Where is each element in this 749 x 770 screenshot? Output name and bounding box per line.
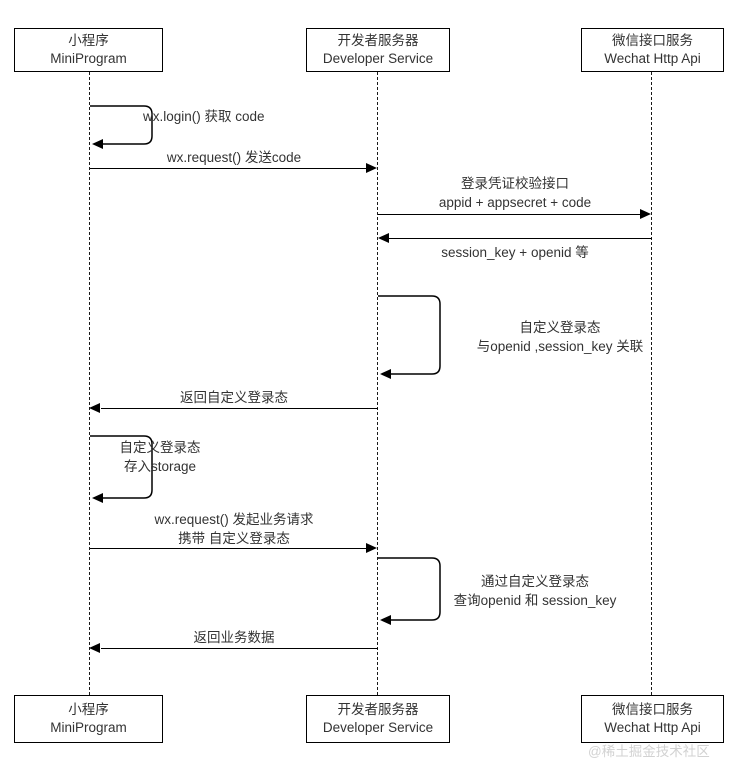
lifeline-wechat-api bbox=[651, 72, 652, 695]
message-7-line1: 自定义登录态 bbox=[119, 440, 201, 455]
message-2-label: wx.request() 发送code bbox=[90, 148, 378, 167]
message-10-arrowhead bbox=[89, 643, 100, 653]
self-message-7-loop bbox=[90, 434, 156, 503]
participant-label-en: Wechat Http Api bbox=[604, 51, 701, 66]
participant-label-cn: 小程序 bbox=[68, 702, 109, 718]
participant-box-miniprogram-bottom[interactable]: 小程序 MiniProgram bbox=[14, 695, 163, 743]
message-9-label: 通过自定义登录态 查询openid 和 session_key bbox=[420, 572, 650, 610]
message-3-line2: appid + appsecret + code bbox=[438, 195, 592, 211]
participant-label-en: Developer Service bbox=[322, 51, 434, 66]
message-10-line1: 返回业务数据 bbox=[193, 630, 275, 645]
message-7-label: 自定义登录态 存入storage bbox=[100, 438, 220, 476]
message-2-line1: wx.request() 发送code bbox=[166, 150, 302, 165]
participant-box-miniprogram-top[interactable]: 小程序 MiniProgram bbox=[14, 28, 163, 72]
participant-label-cn: 开发者服务器 bbox=[337, 33, 419, 49]
self-message-1-loop bbox=[90, 104, 156, 149]
participant-label-en: Wechat Http Api bbox=[604, 720, 701, 735]
participant-label-cn: 微信接口服务 bbox=[612, 702, 693, 718]
message-4-arrowhead bbox=[378, 233, 389, 243]
lifeline-developer-service bbox=[377, 72, 378, 695]
watermark-text: @稀土掘金技术社区 bbox=[588, 744, 710, 759]
message-10-label: 返回业务数据 bbox=[90, 628, 378, 647]
message-4-label: session_key + openid 等 bbox=[378, 243, 652, 262]
message-2-arrowhead bbox=[366, 163, 377, 173]
message-3-arrowhead bbox=[640, 209, 651, 219]
message-8-line2: 携带 自定义登录态 bbox=[178, 531, 290, 547]
participant-label-cn: 开发者服务器 bbox=[337, 702, 419, 718]
message-8-label: wx.request() 发起业务请求 携带 自定义登录态 bbox=[90, 510, 378, 548]
message-1-label: wx.login() 获取 code bbox=[143, 107, 363, 126]
participant-label-cn: 小程序 bbox=[68, 33, 109, 49]
message-6-line bbox=[101, 408, 378, 409]
participant-box-wechat-api-bottom[interactable]: 微信接口服务 Wechat Http Api bbox=[581, 695, 724, 743]
message-2-line bbox=[90, 168, 368, 169]
message-8-line1: wx.request() 发起业务请求 bbox=[154, 512, 314, 527]
message-10-line bbox=[101, 648, 378, 649]
message-9-line2: 查询openid 和 session_key bbox=[453, 593, 617, 609]
message-3-label: 登录凭证校验接口 appid + appsecret + code bbox=[378, 174, 652, 212]
message-9-line1: 通过自定义登录态 bbox=[481, 574, 589, 589]
participant-label-en: Developer Service bbox=[322, 720, 434, 735]
self-message-9-loop bbox=[378, 556, 444, 625]
message-6-arrowhead bbox=[89, 403, 100, 413]
message-5-line1: 自定义登录态 bbox=[519, 320, 601, 335]
self-message-5-loop bbox=[378, 294, 444, 379]
lifeline-miniprogram bbox=[89, 72, 90, 695]
message-4-line1: session_key + openid 等 bbox=[441, 245, 589, 260]
message-1-line1: wx.login() 获取 code bbox=[143, 109, 265, 124]
participant-box-developer-service-top[interactable]: 开发者服务器 Developer Service bbox=[306, 28, 450, 72]
participant-label-en: MiniProgram bbox=[50, 51, 127, 66]
participant-label-cn: 微信接口服务 bbox=[612, 33, 693, 49]
message-4-line bbox=[389, 238, 652, 239]
message-5-label: 自定义登录态 与openid ,session_key 关联 bbox=[450, 318, 670, 356]
message-8-line bbox=[90, 548, 368, 549]
participant-box-wechat-api-top[interactable]: 微信接口服务 Wechat Http Api bbox=[581, 28, 724, 72]
participant-box-developer-service-bottom[interactable]: 开发者服务器 Developer Service bbox=[306, 695, 450, 743]
message-6-line1: 返回自定义登录态 bbox=[180, 390, 288, 405]
participant-label-en: MiniProgram bbox=[50, 720, 127, 735]
message-3-line1: 登录凭证校验接口 bbox=[461, 176, 569, 191]
message-7-line2: 存入storage bbox=[123, 459, 197, 475]
message-5-line2: 与openid ,session_key 关联 bbox=[476, 339, 644, 355]
message-3-line bbox=[378, 214, 641, 215]
message-6-label: 返回自定义登录态 bbox=[90, 388, 378, 407]
message-8-arrowhead bbox=[366, 543, 377, 553]
